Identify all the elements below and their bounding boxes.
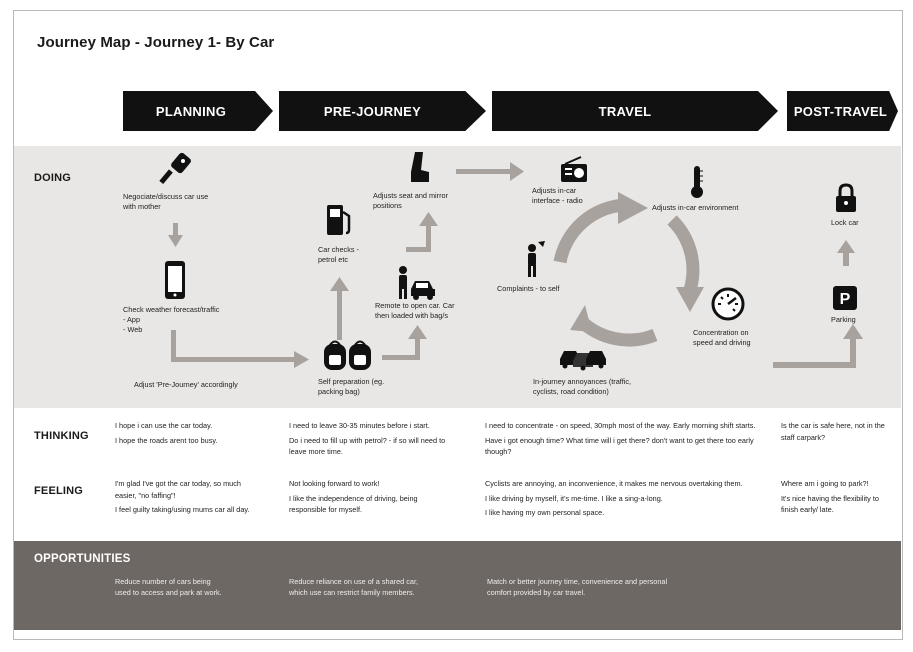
row-label-opportunities: OPPORTUNITIES — [34, 553, 131, 565]
phase-label: PRE-JOURNEY — [323, 103, 422, 119]
feeling-text: I feel guilty taking/using mums car all … — [115, 505, 250, 514]
feeling-travel: Cyclists are annoying, an inconvenience,… — [485, 478, 750, 522]
doing-text: speed and driving — [693, 338, 751, 347]
car-seat-icon — [411, 152, 429, 182]
thinking-text: I hope i can use the car today. — [115, 421, 213, 430]
opportunity-travel: Match or better journey time, convenienc… — [487, 577, 667, 598]
feeling-text: I like driving by myself, it's me-time. … — [485, 493, 663, 503]
feeling-text: I like the independence of driving, bein… — [289, 493, 418, 515]
doing-adjust-prejourney: Adjust 'Pre-Journey' accordingly — [134, 380, 238, 389]
opportunity-text: Reduce reliance on use of a shared car, — [289, 577, 418, 586]
thinking-travel: I need to concentrate - on speed, 30mph … — [485, 420, 760, 461]
doing-band — [14, 146, 901, 408]
phase-label: POST-TRAVEL — [793, 103, 888, 119]
feeling-planning: I'm glad I've got the car today, so much… — [115, 478, 260, 519]
backpacks-icon — [324, 340, 371, 370]
doing-text: positions — [373, 201, 402, 210]
doing-text: - Web — [123, 325, 143, 334]
doing-text: then loaded with bag/s — [375, 311, 449, 320]
doing-annoyances: In-journey annoyances (traffic, cyclists… — [533, 377, 631, 397]
parking-sign-icon: P — [833, 286, 857, 310]
feeling-text: Where am i going to park?! — [781, 479, 869, 488]
thinking-text: I need to leave 30-35 minutes before i s… — [289, 421, 430, 430]
row-label-feeling: FEELING — [34, 485, 84, 497]
traffic-cars-icon — [560, 351, 606, 371]
doing-text: Adjusts seat and mirror — [373, 191, 449, 200]
car-key-icon — [159, 152, 191, 185]
doing-text: petrol etc — [318, 255, 349, 264]
thinking-text: Have i got enough time? What time will i… — [485, 435, 754, 457]
opportunity-text: comfort provided by car travel. — [487, 587, 586, 597]
doing-text: Check weather forecast/traffic — [123, 305, 220, 314]
thinking-text: Is the car is safe here, not in the staf… — [781, 421, 885, 442]
phase-label: PLANNING — [155, 103, 227, 119]
speedometer-icon — [711, 287, 745, 321]
feeling-text: It's nice having the flexibility to fini… — [781, 493, 879, 515]
doing-remote-open: Remote to open car. Car then loaded with… — [375, 301, 455, 321]
feeling-text: Not looking forward to work! — [289, 479, 380, 488]
thermometer-icon — [691, 166, 703, 198]
opportunities-band — [14, 541, 901, 630]
doing-text: Remote to open car. Car — [375, 301, 455, 310]
feeling-prejourney: Not looking forward to work! I like the … — [289, 478, 454, 519]
doing-text: Negociate/discuss car use — [123, 192, 209, 201]
feeling-posttravel: Where am i going to park?! It's nice hav… — [781, 478, 891, 519]
doing-text: cyclists, road condition) — [533, 387, 609, 396]
doing-text: packing bag) — [318, 387, 360, 396]
doing-text: In-journey annoyances (traffic, — [533, 377, 632, 386]
doing-car-checks: Car checks - petrol etc — [318, 245, 359, 265]
thinking-text: I need to concentrate - on speed, 30mph … — [485, 421, 756, 430]
page-title: Journey Map - Journey 1- By Car — [37, 34, 275, 51]
radio-icon — [561, 156, 587, 182]
doing-parking: Parking — [831, 315, 856, 324]
person-complaining-icon — [528, 241, 545, 277]
feeling-text: Cyclists are annoying, an inconvenience,… — [485, 479, 743, 488]
opportunity-planning: Reduce number of cars being used to acce… — [115, 577, 222, 598]
opportunity-text: Match or better journey time, convenienc… — [487, 577, 668, 586]
feeling-text: I'm glad I've got the car today, so much… — [115, 479, 241, 500]
thinking-text: I hope the roads arent too busy. — [115, 435, 218, 445]
thinking-prejourney: I need to leave 30-35 minutes before i s… — [289, 420, 464, 461]
thinking-text: Do i need to fill up with petrol? - if s… — [289, 435, 446, 457]
phase-pre-journey: PRE-JOURNEY — [279, 91, 486, 131]
phase-post-travel: POST-TRAVEL — [787, 91, 898, 131]
row-label-thinking: THINKING — [34, 430, 89, 442]
doing-concentration: Concentration on speed and driving — [693, 328, 751, 348]
thinking-planning: I hope i can use the car today. I hope t… — [115, 420, 265, 449]
thinking-posttravel: Is the car is safe here, not in the staf… — [781, 420, 891, 446]
row-label-doing: DOING — [34, 172, 72, 184]
smartphone-icon — [165, 261, 185, 299]
doing-adjusts-seat: Adjusts seat and mirror positions — [373, 191, 448, 211]
doing-adjusts-interface: Adjusts in-car interface - radio — [532, 186, 583, 206]
doing-adjusts-environment: Adjusts in-car environment — [652, 203, 739, 212]
doing-text: Adjusts in-car — [532, 186, 577, 195]
opportunity-text: which use can restrict family members. — [289, 587, 415, 597]
doing-self-prep: Self preparation (eg. packing bag) — [318, 377, 384, 397]
doing-text: - App — [123, 315, 141, 324]
phase-planning: PLANNING — [123, 91, 273, 131]
phase-label: TRAVEL — [598, 103, 652, 119]
doing-complaints: Complaints - to self — [497, 284, 560, 293]
doing-check-weather: Check weather forecast/traffic - App - W… — [123, 305, 219, 335]
opportunity-prejourney: Reduce reliance on use of a shared car, … — [289, 577, 418, 598]
opportunity-text: used to access and park at work. — [115, 587, 222, 597]
fuel-pump-icon — [327, 205, 351, 235]
svg-text:P: P — [840, 291, 851, 308]
doing-text: Self preparation (eg. — [318, 377, 385, 386]
doing-lock-car: Lock car — [831, 218, 859, 227]
person-with-car-icon — [399, 266, 435, 300]
padlock-icon — [836, 183, 856, 212]
doing-text: with mother — [123, 202, 161, 211]
doing-text: Concentration on — [693, 328, 749, 337]
opportunity-text: Reduce number of cars being — [115, 577, 211, 586]
doing-negotiate: Negociate/discuss car use with mother — [123, 192, 208, 212]
phase-travel: TRAVEL — [492, 91, 778, 131]
doing-text: interface - radio — [532, 196, 583, 205]
feeling-text: I like having my own personal space. — [485, 508, 605, 517]
doing-text: Car checks - — [318, 245, 359, 254]
